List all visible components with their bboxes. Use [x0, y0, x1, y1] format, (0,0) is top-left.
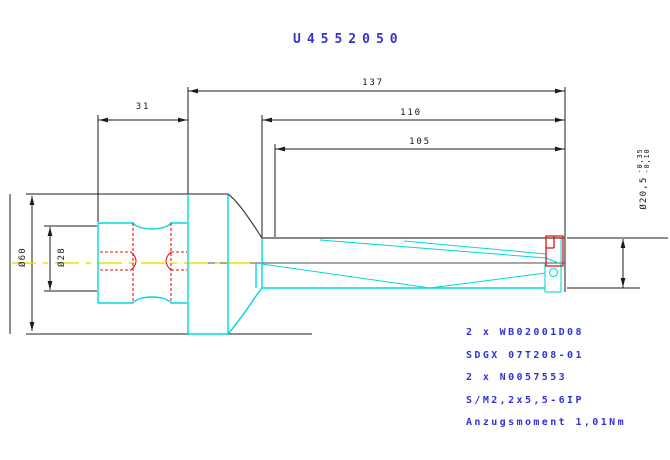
dim-label-diacut: Ø20,5 -0,35 -0,10 [632, 129, 656, 229]
diacut-tolerances: -0,35 -0,10 [636, 148, 652, 174]
dim-label-dia28: Ø28 [55, 227, 69, 287]
diacut-tol-lower: -0,10 [643, 148, 651, 174]
parts-list: 2 x WB02001D08 SDGX 07T208-01 2 x N00575… [466, 322, 626, 435]
drawing-title: U4552050 [293, 32, 404, 47]
cross-hole-arc-left [130, 251, 137, 271]
cone-top-edge [227, 193, 263, 239]
dim-label-137: 137 [362, 78, 384, 88]
dimension-arrowheads [29, 88, 626, 331]
dim-label-dia60: Ø60 [16, 227, 30, 287]
flute-helix-lines [261, 239, 562, 289]
cross-hole-arc-right [165, 251, 172, 271]
parts-list-line: S/M2,2x5,5-6IP [466, 394, 584, 406]
parts-list-line: 2 x N0057553 [466, 372, 568, 383]
dim-label-105: 105 [409, 137, 431, 147]
cone-bottom-edge [227, 287, 263, 335]
dia28-value: Ø28 [57, 247, 67, 267]
hidden-groove-lines [100, 223, 187, 303]
tip-pocket [544, 238, 562, 293]
diacut-value: Ø20,5 [639, 176, 649, 210]
shank-top-edge [98, 222, 187, 230]
dimension-lines [31, 90, 624, 331]
clamp-screw [548, 267, 559, 278]
shank-bottom-edge [98, 296, 187, 304]
parts-list-line: Anzugsmoment 1,01Nm [466, 417, 626, 428]
parts-list-line: SDGX 07T208-01 [466, 349, 584, 361]
dia60-value: Ø60 [18, 247, 28, 267]
dark-geometry [227, 193, 565, 239]
dim-label-31: 31 [135, 102, 151, 112]
part-outline [97, 194, 562, 335]
parts-list-line: 2 x WB02001D08 [466, 327, 584, 338]
hidden-detail-red [100, 223, 564, 303]
dim-label-110: 110 [400, 108, 422, 118]
insert-outline [545, 235, 564, 267]
dimension-extension-lines [9, 87, 668, 335]
